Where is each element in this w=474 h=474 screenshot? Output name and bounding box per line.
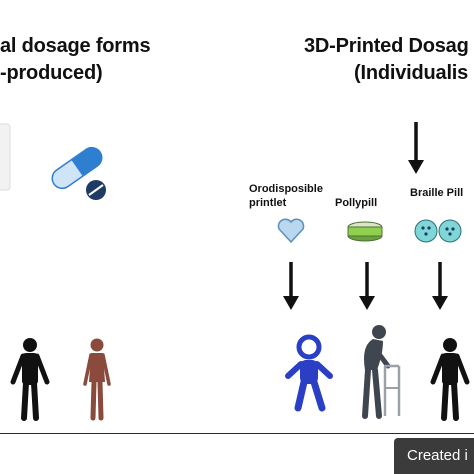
created-with-badge: Created i — [394, 438, 474, 474]
left-panel-title-line2: -produced) — [0, 62, 103, 84]
right-panel-title-line2: (Individualis — [354, 62, 469, 84]
left-panel-title-line1: al dosage forms — [0, 35, 151, 57]
child-person-icon — [285, 334, 333, 412]
adult-person-icon — [430, 338, 470, 421]
arrow-down-icon — [432, 262, 448, 310]
right-panel-title-line1: 3D-Printed Dosag — [304, 35, 469, 57]
orodispersible-label-line2: printlet — [249, 197, 287, 209]
arrow-down-icon — [408, 122, 424, 174]
braille-pill-icon — [414, 219, 462, 243]
elderly-walker-icon — [362, 325, 401, 419]
polypill-icon — [347, 221, 383, 242]
orodispersible-label-line1: Orodisposible — [249, 183, 323, 195]
tablet-icon — [86, 180, 106, 200]
arrow-down-icon — [283, 262, 299, 310]
adult-person-icon — [10, 338, 50, 421]
pill-bottle-icon — [0, 123, 11, 191]
bottom-divider — [0, 433, 474, 434]
heart-printlet-icon — [277, 218, 305, 244]
arrow-down-icon — [359, 262, 375, 310]
braille-pill-label: Braille Pill — [410, 187, 464, 199]
woman-person-icon — [83, 338, 111, 421]
capsule-icon — [51, 146, 103, 190]
polypill-label: Pollypill — [335, 197, 378, 209]
created-with-badge-text: Created i — [407, 447, 468, 464]
